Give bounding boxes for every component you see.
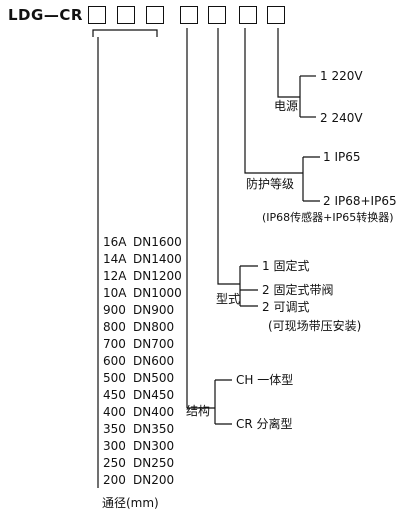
power-label: 电源 <box>274 99 299 113</box>
diameter-row: 300 DN300 <box>103 439 174 453</box>
diameter-row: 500 DN500 <box>103 371 174 385</box>
diameter-code: 250 <box>103 456 126 470</box>
type-label: 型式 <box>216 292 241 306</box>
diameter-code: 450 <box>103 388 126 402</box>
diameter-code: 400 <box>103 405 126 419</box>
diameter-code: 500 <box>103 371 126 385</box>
diameter-dn: DN1200 <box>133 269 182 283</box>
type-option-3: 2 可调式 <box>262 300 310 314</box>
protection-option-2: 2 IP68+IP65 <box>323 194 397 208</box>
diameter-row: 400 DN400 <box>103 405 174 419</box>
diameter-code: 14A <box>103 252 127 266</box>
diameter-dn: DN600 <box>133 354 175 368</box>
diameter-dn: DN800 <box>133 320 175 334</box>
diameter-label: 通径(mm) <box>102 496 159 510</box>
diameter-code: 900 <box>103 303 126 317</box>
diameter-dn: DN450 <box>133 388 175 402</box>
diameter-code: 700 <box>103 337 126 351</box>
code-box-4 <box>180 6 198 24</box>
structure-option-cr: CR 分离型 <box>236 417 293 431</box>
diameter-code: 600 <box>103 354 126 368</box>
diameter-row: 600 DN600 <box>103 354 174 368</box>
diameter-row: 16A DN1600 <box>103 235 182 249</box>
diameter-code: 300 <box>103 439 126 453</box>
power-option-1: 1 220V <box>320 69 363 83</box>
diameter-dn: DN200 <box>133 473 175 487</box>
diameter-code: 12A <box>103 269 127 283</box>
diameter-dn: DN250 <box>133 456 175 470</box>
diameter-row: 250 DN250 <box>103 456 174 470</box>
diameter-dn: DN700 <box>133 337 175 351</box>
diameter-row: 10A DN1000 <box>103 286 182 300</box>
diameter-dn: DN1000 <box>133 286 182 300</box>
diameter-code: 200 <box>103 473 126 487</box>
diameter-dn: DN500 <box>133 371 175 385</box>
protection-option-1: 1 IP65 <box>323 150 361 164</box>
protection-note: (IP68传感器+IP65转换器) <box>262 211 394 224</box>
diameter-code: 10A <box>103 286 127 300</box>
code-box-3 <box>146 6 164 24</box>
diameter-dn: DN300 <box>133 439 175 453</box>
code-box-2 <box>117 6 135 24</box>
diameter-code: 350 <box>103 422 126 436</box>
diameter-row: 800 DN800 <box>103 320 174 334</box>
structure-option-ch: CH 一体型 <box>236 373 294 387</box>
diameter-row: 200 DN200 <box>103 473 174 487</box>
structure-label: 结构 <box>186 404 211 418</box>
diameter-dn: DN1600 <box>133 235 182 249</box>
diameter-dn: DN400 <box>133 405 175 419</box>
diameter-row: 900 DN900 <box>103 303 174 317</box>
diameter-dn: DN350 <box>133 422 175 436</box>
diameter-row: 14A DN1400 <box>103 252 182 266</box>
diameter-dn: DN900 <box>133 303 175 317</box>
diameter-row: 700 DN700 <box>103 337 174 351</box>
diameter-row: 12A DN1200 <box>103 269 182 283</box>
code-box-6 <box>239 6 257 24</box>
code-box-7 <box>267 6 285 24</box>
diameter-dn: DN1400 <box>133 252 182 266</box>
code-box-1 <box>88 6 106 24</box>
model-prefix: LDG—CR <box>8 6 83 24</box>
type-option-1: 1 固定式 <box>262 259 310 273</box>
power-option-2: 2 240V <box>320 111 363 125</box>
type-option-2: 2 固定式带阀 <box>262 283 334 297</box>
diameter-code: 800 <box>103 320 126 334</box>
protection-label: 防护等级 <box>246 177 295 191</box>
code-box-5 <box>208 6 226 24</box>
diameter-code: 16A <box>103 235 127 249</box>
diameter-row: 350 DN350 <box>103 422 174 436</box>
diameter-row: 450 DN450 <box>103 388 174 402</box>
type-note: (可现场带压安装) <box>268 319 362 333</box>
